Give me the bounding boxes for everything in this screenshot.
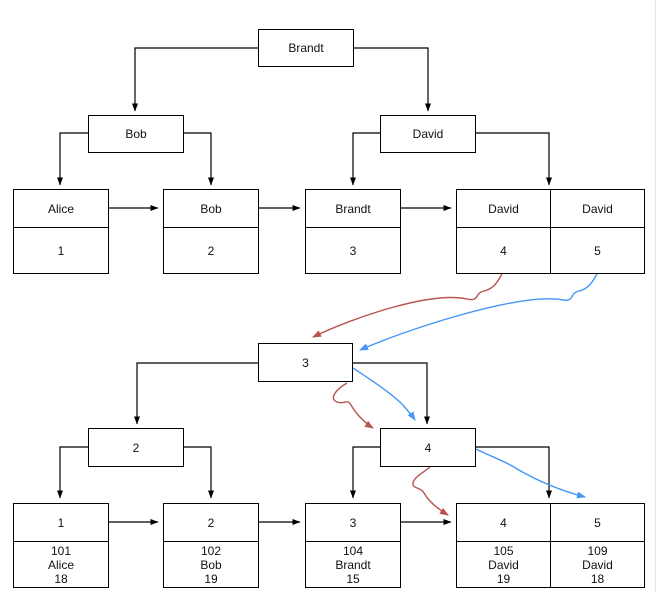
leaf-record: 109 David 18	[551, 542, 644, 587]
leaf-id-45-double: 4 105 David 19 5 109 David 18	[456, 503, 645, 588]
leaf-name-brandt: Brandt 3	[305, 189, 401, 274]
leaf-key: 3	[306, 504, 400, 542]
edge-root-brandt-to-bob	[132, 47, 258, 112]
edge-bob-to-leaf-bob	[183, 132, 214, 186]
leaf-id-3: 3 104 Brandt 15	[305, 503, 401, 588]
leaf-pointer: 2	[207, 243, 215, 258]
leaf-record: 101 Alice 18	[14, 542, 108, 587]
record-name: Bob	[200, 557, 222, 572]
node-id-root-3: 3	[258, 343, 353, 382]
node-label: Bob	[125, 127, 147, 141]
leaf-record: 104 Brandt 15	[306, 542, 400, 587]
edge-root-brandt-to-david	[353, 47, 431, 112]
curve-red-cell4-to-node3	[312, 273, 503, 338]
leaf-id-2: 2 102 Bob 19	[163, 503, 259, 588]
record-name: David	[488, 557, 519, 572]
window-edge-divider	[655, 0, 656, 593]
node-label: 3	[302, 355, 309, 370]
edge-node3-to-node2	[134, 362, 258, 425]
record-age: 18	[54, 571, 68, 586]
edge-david-to-leaf-david	[475, 132, 552, 186]
leaf-id-4: 4 105 David 19	[457, 504, 550, 587]
curve-red-node4-to-leaf4	[412, 466, 449, 516]
node-id-internal-4: 4	[380, 428, 476, 467]
curve-blue-node4-to-leaf5	[475, 448, 586, 499]
leaf-key: David	[551, 190, 644, 228]
record-age: 19	[496, 571, 511, 586]
node-name-root: Brandt	[258, 29, 354, 67]
leaf-id-1: 1 101 Alice 18	[13, 503, 109, 588]
leaf-key: Brandt	[306, 190, 400, 228]
record-id: 104	[342, 543, 364, 558]
edge-node2-to-leaf1	[57, 446, 88, 499]
edge-node4-to-leaf3	[350, 446, 380, 499]
leaf-name-bob: Bob 2	[163, 189, 259, 274]
leaf-name-david-double: David 4 David 5	[456, 189, 645, 274]
leaf-name-david-4: David 4	[457, 190, 550, 273]
node-label: 2	[132, 440, 140, 455]
leaf-key: David	[457, 190, 550, 228]
curve-blue-node3-to-node4	[352, 367, 416, 421]
leaf-record: 102 Bob 19	[164, 542, 258, 587]
edge-node2-to-leaf2	[183, 446, 214, 499]
node-name-root-label: Brandt	[288, 41, 324, 55]
record-name: David	[582, 557, 613, 572]
edge-node3-to-node4	[352, 362, 430, 425]
record-age: 19	[204, 571, 218, 586]
leaf-id-5: 5 109 David 18	[550, 504, 644, 587]
record-id: 101	[50, 543, 72, 558]
node-id-internal-2: 2	[88, 428, 184, 467]
leaf-pointer: 4	[500, 243, 507, 258]
leaf-key: 2	[164, 504, 258, 542]
leaf-key: 1	[14, 504, 108, 542]
leaf-pointer: 1	[57, 243, 65, 258]
curve-red-node3-to-node4	[332, 382, 374, 429]
edge-bob-to-leaf-alice	[57, 132, 88, 186]
leaf-name-alice: Alice 1	[13, 189, 109, 274]
leaf-record: 105 David 19	[457, 542, 550, 587]
leaf-key: Alice	[14, 190, 108, 228]
record-age: 15	[346, 571, 360, 586]
leaf-name-david-5: David 5	[550, 190, 644, 273]
record-id: 109	[587, 543, 608, 558]
edge-node4-to-leaf45	[475, 446, 552, 499]
node-label: David	[412, 127, 444, 141]
node-name-internal-bob: Bob	[88, 115, 184, 153]
record-age: 18	[590, 571, 605, 586]
node-name-internal-david: David	[380, 115, 476, 153]
node-label: 4	[424, 440, 432, 455]
record-name: Brandt	[335, 557, 371, 572]
edge-david-to-leaf-brandt	[350, 132, 380, 186]
leaf-pointer: 5	[594, 243, 601, 258]
leaf-pointer: 3	[349, 243, 357, 258]
leaf-key: Bob	[164, 190, 258, 228]
curve-blue-cell5-to-node3	[359, 273, 598, 351]
record-name: Alice	[47, 557, 74, 572]
leaf-key: 5	[551, 504, 644, 542]
record-id: 102	[200, 543, 222, 558]
record-id: 105	[493, 543, 514, 558]
leaf-key: 4	[457, 504, 550, 542]
